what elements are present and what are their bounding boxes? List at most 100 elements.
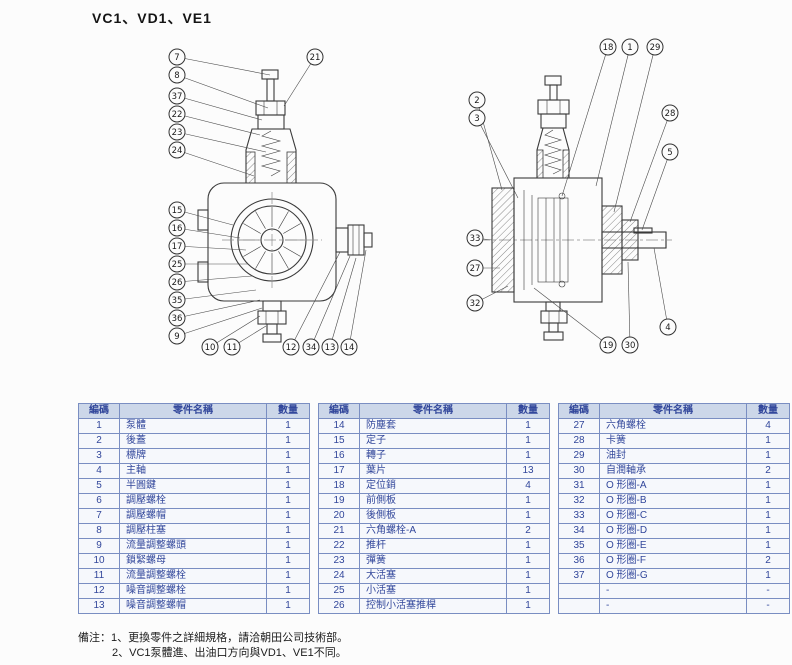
callout-balloon-11 [223, 338, 241, 356]
part-name: 後側板 [359, 508, 507, 524]
part-qty: 1 [746, 508, 790, 524]
bottom-screw-side-drawing [540, 301, 568, 341]
column-header: 零件名稱 [359, 403, 507, 419]
callout-balloon-19 [599, 336, 617, 354]
column-header: 零件名稱 [599, 403, 747, 419]
part-qty: 1 [266, 598, 310, 614]
part-name: 防塵套 [359, 418, 507, 434]
callout-balloon-12 [282, 338, 300, 356]
callout-balloon-29 [646, 38, 664, 56]
part-qty: 1 [266, 523, 310, 539]
callout-number: 30 [625, 341, 636, 351]
part-code: 12 [78, 583, 120, 599]
part-code: 4 [78, 463, 120, 479]
part-code: 27 [558, 418, 600, 434]
part-qty: 1 [746, 448, 790, 464]
callout-number: 13 [325, 343, 336, 353]
part-code: 20 [318, 508, 360, 524]
callout-balloon-37 [168, 87, 186, 105]
callout-number: 35 [172, 296, 183, 306]
column-header: 編碼 [318, 403, 360, 419]
callout-number: 9 [174, 332, 179, 342]
part-name: 後蓋 [119, 433, 267, 449]
part-name: 前側板 [359, 493, 507, 509]
part-qty: 1 [266, 538, 310, 554]
leader-line-24 [176, 149, 255, 177]
callout-number: 29 [650, 43, 661, 53]
callout-balloon-18 [599, 38, 617, 56]
part-code: 9 [78, 538, 120, 554]
leader-line-35 [176, 289, 257, 301]
page-title: VC1、VD1、VE1 [92, 10, 212, 26]
part-code: 6 [78, 493, 120, 509]
vane-line [278, 211, 289, 229]
leader-line-9 [176, 307, 263, 337]
part-name: 泵體 [119, 418, 267, 434]
callout-number: 33 [470, 234, 481, 244]
vane-line [243, 223, 261, 234]
callout-number: 4 [665, 323, 670, 333]
part-name: 推杆 [359, 538, 507, 554]
part-name: 流量調整螺栓 [119, 568, 267, 584]
part-code: 22 [318, 538, 360, 554]
leader-line-15 [176, 209, 234, 226]
part-name: 油封 [599, 448, 747, 464]
part-name: O 形圈-A [599, 478, 747, 494]
callout-number: 14 [344, 343, 355, 353]
callout-number: 12 [286, 343, 297, 353]
pump-body-front-drawing [197, 182, 337, 302]
part-name: O 形圈-B [599, 493, 747, 509]
part-code: 11 [78, 568, 120, 584]
callout-number: 7 [174, 53, 179, 63]
part-qty: 1 [506, 493, 550, 509]
part-name: 轉子 [359, 448, 507, 464]
part-code: 28 [558, 433, 600, 449]
vane-line [243, 246, 261, 257]
part-name: 小活塞 [359, 583, 507, 599]
part-qty: 1 [266, 448, 310, 464]
part-code: 15 [318, 433, 360, 449]
part-qty: 1 [266, 463, 310, 479]
part-qty: 1 [506, 583, 550, 599]
callout-number: 27 [470, 264, 481, 274]
pressure-adjust-assembly-drawing [245, 69, 297, 184]
part-code: 1 [78, 418, 120, 434]
part-code: 29 [558, 448, 600, 464]
callout-number: 11 [227, 343, 238, 353]
part-name: O 形圈-D [599, 523, 747, 539]
callout-number: 36 [172, 314, 183, 324]
leader-line-1 [595, 46, 631, 187]
callout-number: 17 [172, 242, 183, 252]
part-qty: 13 [506, 463, 550, 479]
part-name: - [599, 583, 747, 599]
part-qty: 1 [266, 493, 310, 509]
part-qty: 4 [506, 478, 550, 494]
part-code: 34 [558, 523, 600, 539]
leader-line-18 [561, 46, 609, 197]
footnote-line-1: 備注：1、更換零件之詳細規格，請洽朝田公司技術部。 [78, 631, 348, 646]
footnotes: 備注：1、更換零件之詳細規格，請洽朝田公司技術部。 2、VC1泵體進、出油口方向… [78, 631, 348, 661]
part-code: 10 [78, 553, 120, 569]
part-name: 六角螺栓 [599, 418, 747, 434]
leader-line-28 [629, 112, 671, 223]
part-name: 卡簧 [599, 433, 747, 449]
callout-balloon-35 [168, 291, 186, 309]
